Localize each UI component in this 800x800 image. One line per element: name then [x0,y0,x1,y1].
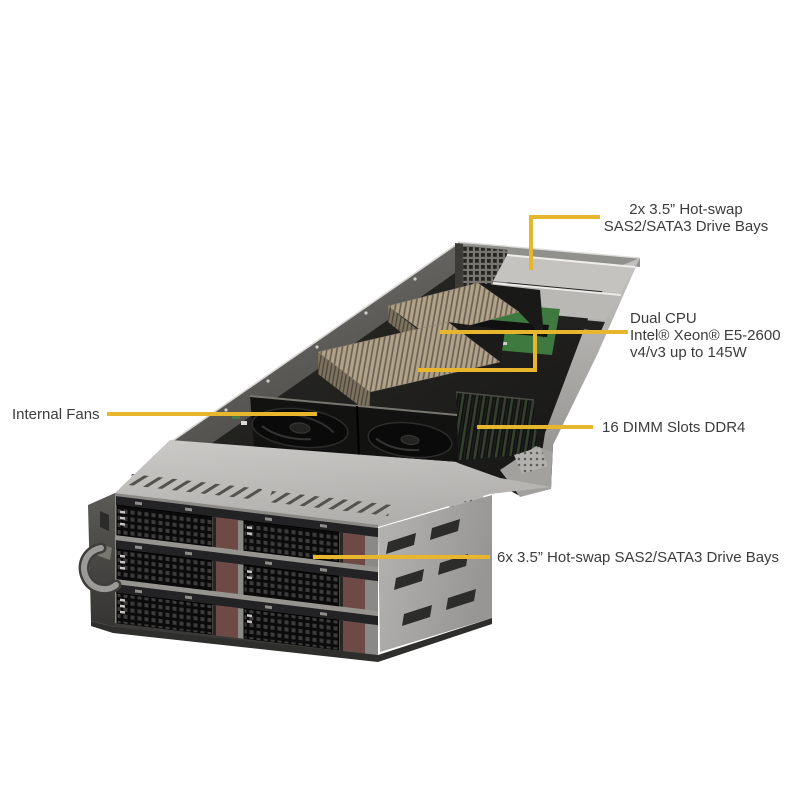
rear-wall-top-edge [458,242,640,267]
drive-tray-latch [340,576,365,610]
chassis-rear-section [167,241,641,497]
label-front-drive-bays: 6x 3.5” Hot-swap SAS2/SATA3 Drive Bays [497,549,780,566]
label-dual-cpu-line1: Dual CPU [630,310,697,327]
drive-tray-latch [213,604,238,639]
right-side-wall [537,258,640,489]
label-dual-cpu-line2: Intel® Xeon® E5-2600 [630,327,781,344]
label-rear-drive-bays-line2: SAS2/SATA3 Drive Bays [603,218,769,235]
cage-bottom-shadow [91,618,492,662]
label-rear-drive-bays: 2x 3.5” Hot-swap SAS2/SATA3 Drive Bays [561,201,800,235]
label-dual-cpu-line3: v4/v3 up to 145W [630,344,747,361]
fan-rotor [251,407,349,449]
rear-corner-post [455,243,463,299]
endcap-clip [100,511,109,531]
label-rear-drive-bays-line1: 2x 3.5” Hot-swap [629,201,743,218]
drive-tray-latch [340,532,365,566]
drive-tray-latch [213,516,238,551]
cage-top-face [115,440,551,527]
front-drive-cage [78,440,551,662]
label-internal-fans: Internal Fans [12,406,100,423]
callout-lines [107,215,628,559]
top-vent-hash-right [268,491,392,516]
pull-handle [78,542,122,595]
top-vent-hash-left [128,474,262,500]
drive-tray-latch [213,560,238,595]
label-dual-cpu: Dual CPU Intel® Xeon® E5-2600 v4/v3 up t… [630,310,781,361]
connector [241,421,247,425]
cage-right-face [378,495,492,652]
callout-line-dual-cpu-front [418,332,537,372]
label-dimm-slots: 16 DIMM Slots DDR4 [602,419,746,436]
fan-rotor [367,421,453,459]
motherboard-edge [232,414,240,419]
drive-tray-latch [340,620,365,654]
callout-line-rear-bays [529,215,600,270]
